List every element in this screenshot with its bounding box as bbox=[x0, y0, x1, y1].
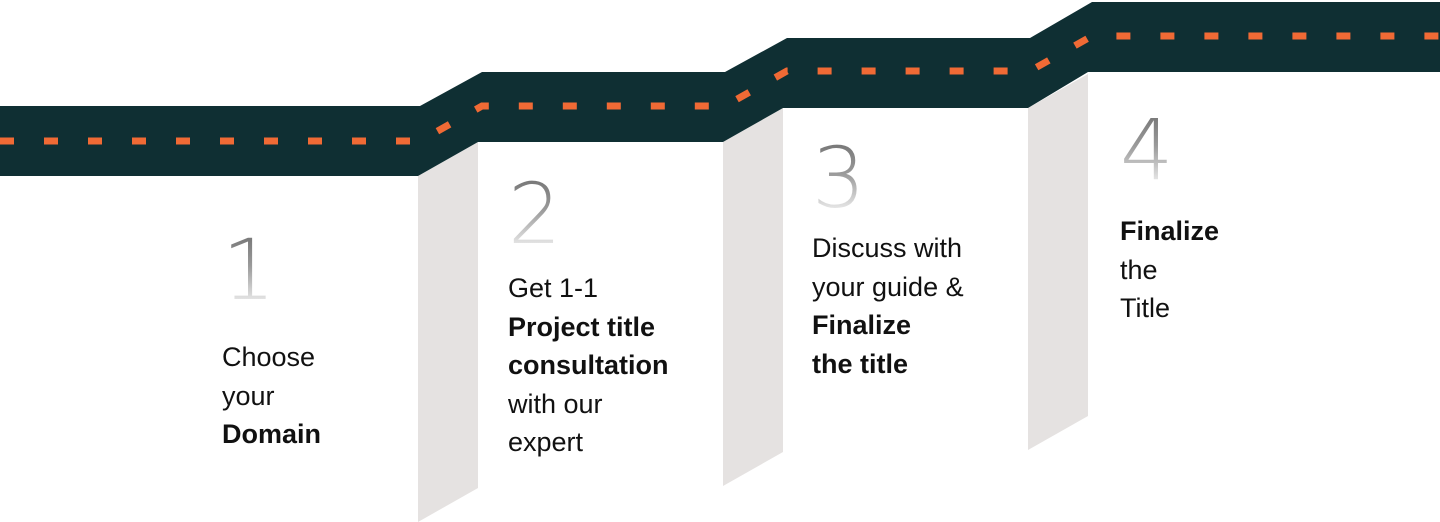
step-2-line-1: Get 1-1 bbox=[508, 273, 599, 303]
road-center-dashes bbox=[0, 32, 1440, 145]
step-3: 3 Discuss with your guide & Finalize the… bbox=[812, 136, 964, 383]
step-1-line-2: your bbox=[222, 380, 275, 411]
step-number-2: 2 bbox=[508, 172, 669, 256]
step-text-4: Finalize the Title bbox=[1120, 212, 1219, 328]
step-text-3: Discuss with your guide & Finalize the t… bbox=[812, 229, 964, 383]
step-wall-2 bbox=[723, 108, 783, 486]
step-3-line-1: Discuss with bbox=[812, 233, 963, 263]
step-2-line-2: Project title bbox=[508, 311, 656, 342]
step-3-line-2: your guide & bbox=[812, 271, 964, 302]
step-2-line-5: expert bbox=[508, 427, 584, 457]
road-band bbox=[0, 2, 1440, 176]
step-4-line-2: the bbox=[1120, 254, 1158, 285]
step-3-line-3: Finalize bbox=[812, 310, 912, 340]
step-text-1: Choose your Domain bbox=[222, 338, 321, 454]
step-2: 2 Get 1-1 Project title consultation wit… bbox=[508, 172, 669, 462]
step-wall-1 bbox=[418, 142, 478, 522]
step-2-line-4: with our bbox=[508, 388, 603, 419]
step-4-line-3: Title bbox=[1120, 293, 1171, 323]
step-number-4: 4 bbox=[1120, 108, 1219, 192]
step-number-3: 3 bbox=[812, 136, 964, 220]
step-4-line-1: Finalize bbox=[1120, 216, 1220, 246]
step-3-line-4: the title bbox=[812, 348, 909, 379]
step-1-line-3: Domain bbox=[222, 419, 322, 449]
step-2-line-3: consultation bbox=[508, 350, 669, 380]
step-4: 4 Finalize the Title bbox=[1120, 108, 1219, 328]
step-text-2: Get 1-1 Project title consultation with … bbox=[508, 269, 669, 462]
step-1: 1 Choose your Domain bbox=[222, 228, 321, 454]
step-number-1: 1 bbox=[222, 228, 321, 312]
step-1-line-1: Choose bbox=[222, 342, 316, 372]
step-wall-3 bbox=[1028, 74, 1088, 450]
